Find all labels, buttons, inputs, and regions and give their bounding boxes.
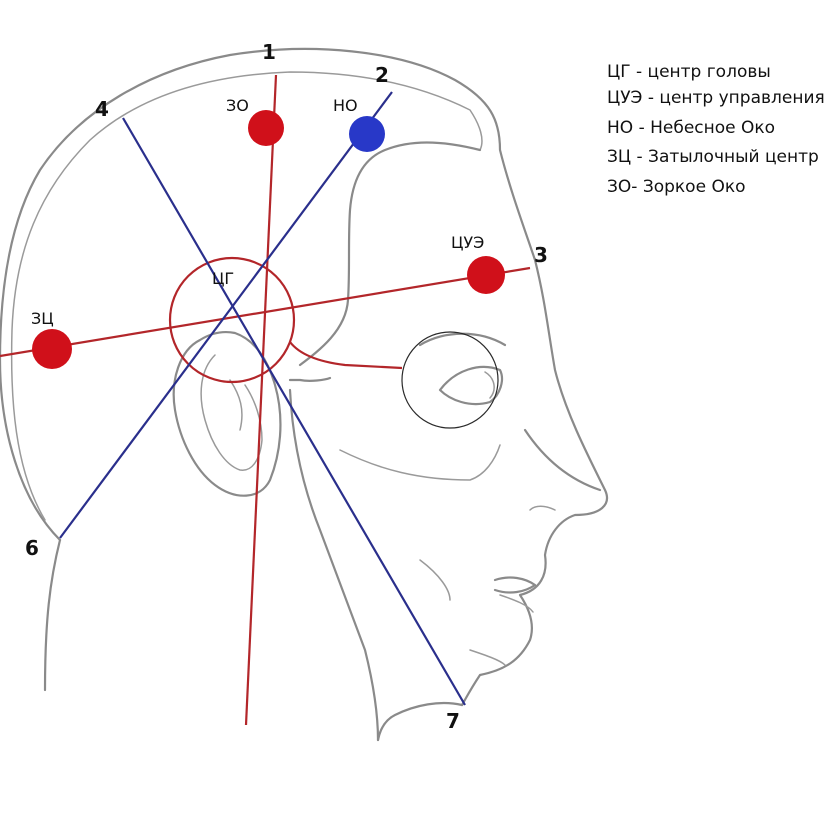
zo-label: ЗО	[226, 96, 249, 115]
head-sketch	[0, 47, 608, 742]
eye-circle	[401, 331, 499, 429]
blue-lines	[59, 91, 466, 706]
cue-label: ЦУЭ	[451, 233, 484, 252]
number-3: 3	[534, 243, 548, 267]
number-1: 1	[262, 40, 276, 64]
number-2: 2	[375, 63, 389, 87]
no-point	[349, 116, 385, 152]
cue-point	[467, 256, 505, 294]
red-lines	[0, 74, 531, 726]
cg-label: ЦГ	[212, 269, 234, 288]
zc-label: ЗЦ	[31, 309, 54, 328]
zo-point	[248, 110, 284, 146]
number-4: 4	[95, 97, 109, 121]
cg-circle	[168, 256, 296, 384]
line-1	[244, 74, 278, 726]
legend-item: ЗО- Зоркое Око	[607, 177, 746, 197]
legend: ЦГ - центр головы ЦУЭ - центр управления…	[607, 62, 825, 197]
number-7: 7	[446, 709, 460, 733]
legend-item: ЦУЭ - центр управления	[607, 88, 825, 108]
line-zc-cue	[0, 266, 531, 358]
legend-item: НО - Небесное Око	[607, 118, 775, 138]
points	[32, 110, 505, 369]
legend-item: ЦГ - центр головы	[607, 62, 771, 82]
line-cg-eye	[289, 341, 403, 370]
line-4-7	[122, 117, 466, 706]
legend-item: ЗЦ - Затылочный центр	[607, 147, 819, 167]
zc-point	[32, 329, 72, 369]
no-label: НО	[333, 96, 358, 115]
line-2	[59, 91, 393, 539]
number-6: 6	[25, 536, 39, 560]
